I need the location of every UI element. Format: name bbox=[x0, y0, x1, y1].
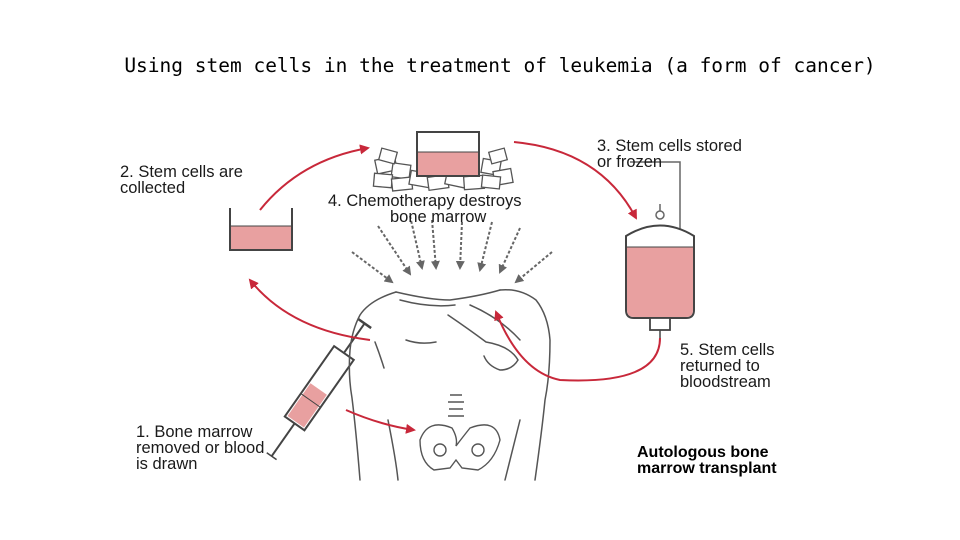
step-5-line-3: bloodstream bbox=[680, 373, 771, 391]
arrow-to-bag bbox=[513, 141, 637, 220]
step-1-line-1: 1. Bone marrow bbox=[136, 423, 253, 441]
syringe-icon bbox=[266, 317, 372, 461]
chemo-arrows bbox=[351, 215, 553, 284]
step-2-label: 2. Stem cells are collected bbox=[120, 163, 243, 197]
caption-line-2: marrow transplant bbox=[637, 460, 777, 477]
diagram-caption: Autologous bone marrow transplant bbox=[637, 445, 777, 477]
pelvis-icon bbox=[419, 394, 501, 471]
step-4-label: 4. Chemotherapy destroys bone marrow bbox=[328, 192, 522, 226]
step-5-label: 5. Stem cells returned to bloodstream bbox=[680, 341, 775, 391]
ice-bucket-icon bbox=[372, 131, 514, 192]
iv-bag-icon bbox=[625, 161, 695, 338]
step-2-line-2: collected bbox=[120, 179, 186, 197]
caption-line-1: Autologous bone bbox=[637, 444, 769, 461]
step-1-label: 1. Bone marrow removed or blood is drawn bbox=[136, 423, 265, 473]
step-5-line-2: returned to bbox=[680, 357, 760, 375]
step-4-line-1: 4. Chemotherapy destroys bbox=[328, 192, 522, 210]
arrow-to-body bbox=[494, 310, 661, 382]
step-2-line-1: 2. Stem cells are bbox=[120, 163, 243, 181]
patient-body bbox=[348, 288, 551, 481]
step-3-label: 3. Stem cells stored or frozen bbox=[597, 137, 742, 171]
flow-arrows bbox=[248, 141, 661, 434]
arrow-to-beaker bbox=[248, 278, 371, 341]
step-1-line-3: is drawn bbox=[136, 455, 198, 473]
step-4-line-2: bone marrow bbox=[390, 208, 487, 226]
step-3-line-2: or frozen bbox=[597, 153, 663, 171]
arrow-from-syringe bbox=[345, 409, 416, 434]
beaker-icon bbox=[229, 208, 293, 251]
page-title: Using stem cells in the treatment of leu… bbox=[124, 54, 876, 77]
step-5-line-1: 5. Stem cells bbox=[680, 341, 775, 359]
step-3-line-1: 3. Stem cells stored bbox=[597, 137, 742, 155]
arrow-to-ice bbox=[259, 144, 370, 211]
step-1-line-2: removed or blood bbox=[136, 439, 265, 457]
